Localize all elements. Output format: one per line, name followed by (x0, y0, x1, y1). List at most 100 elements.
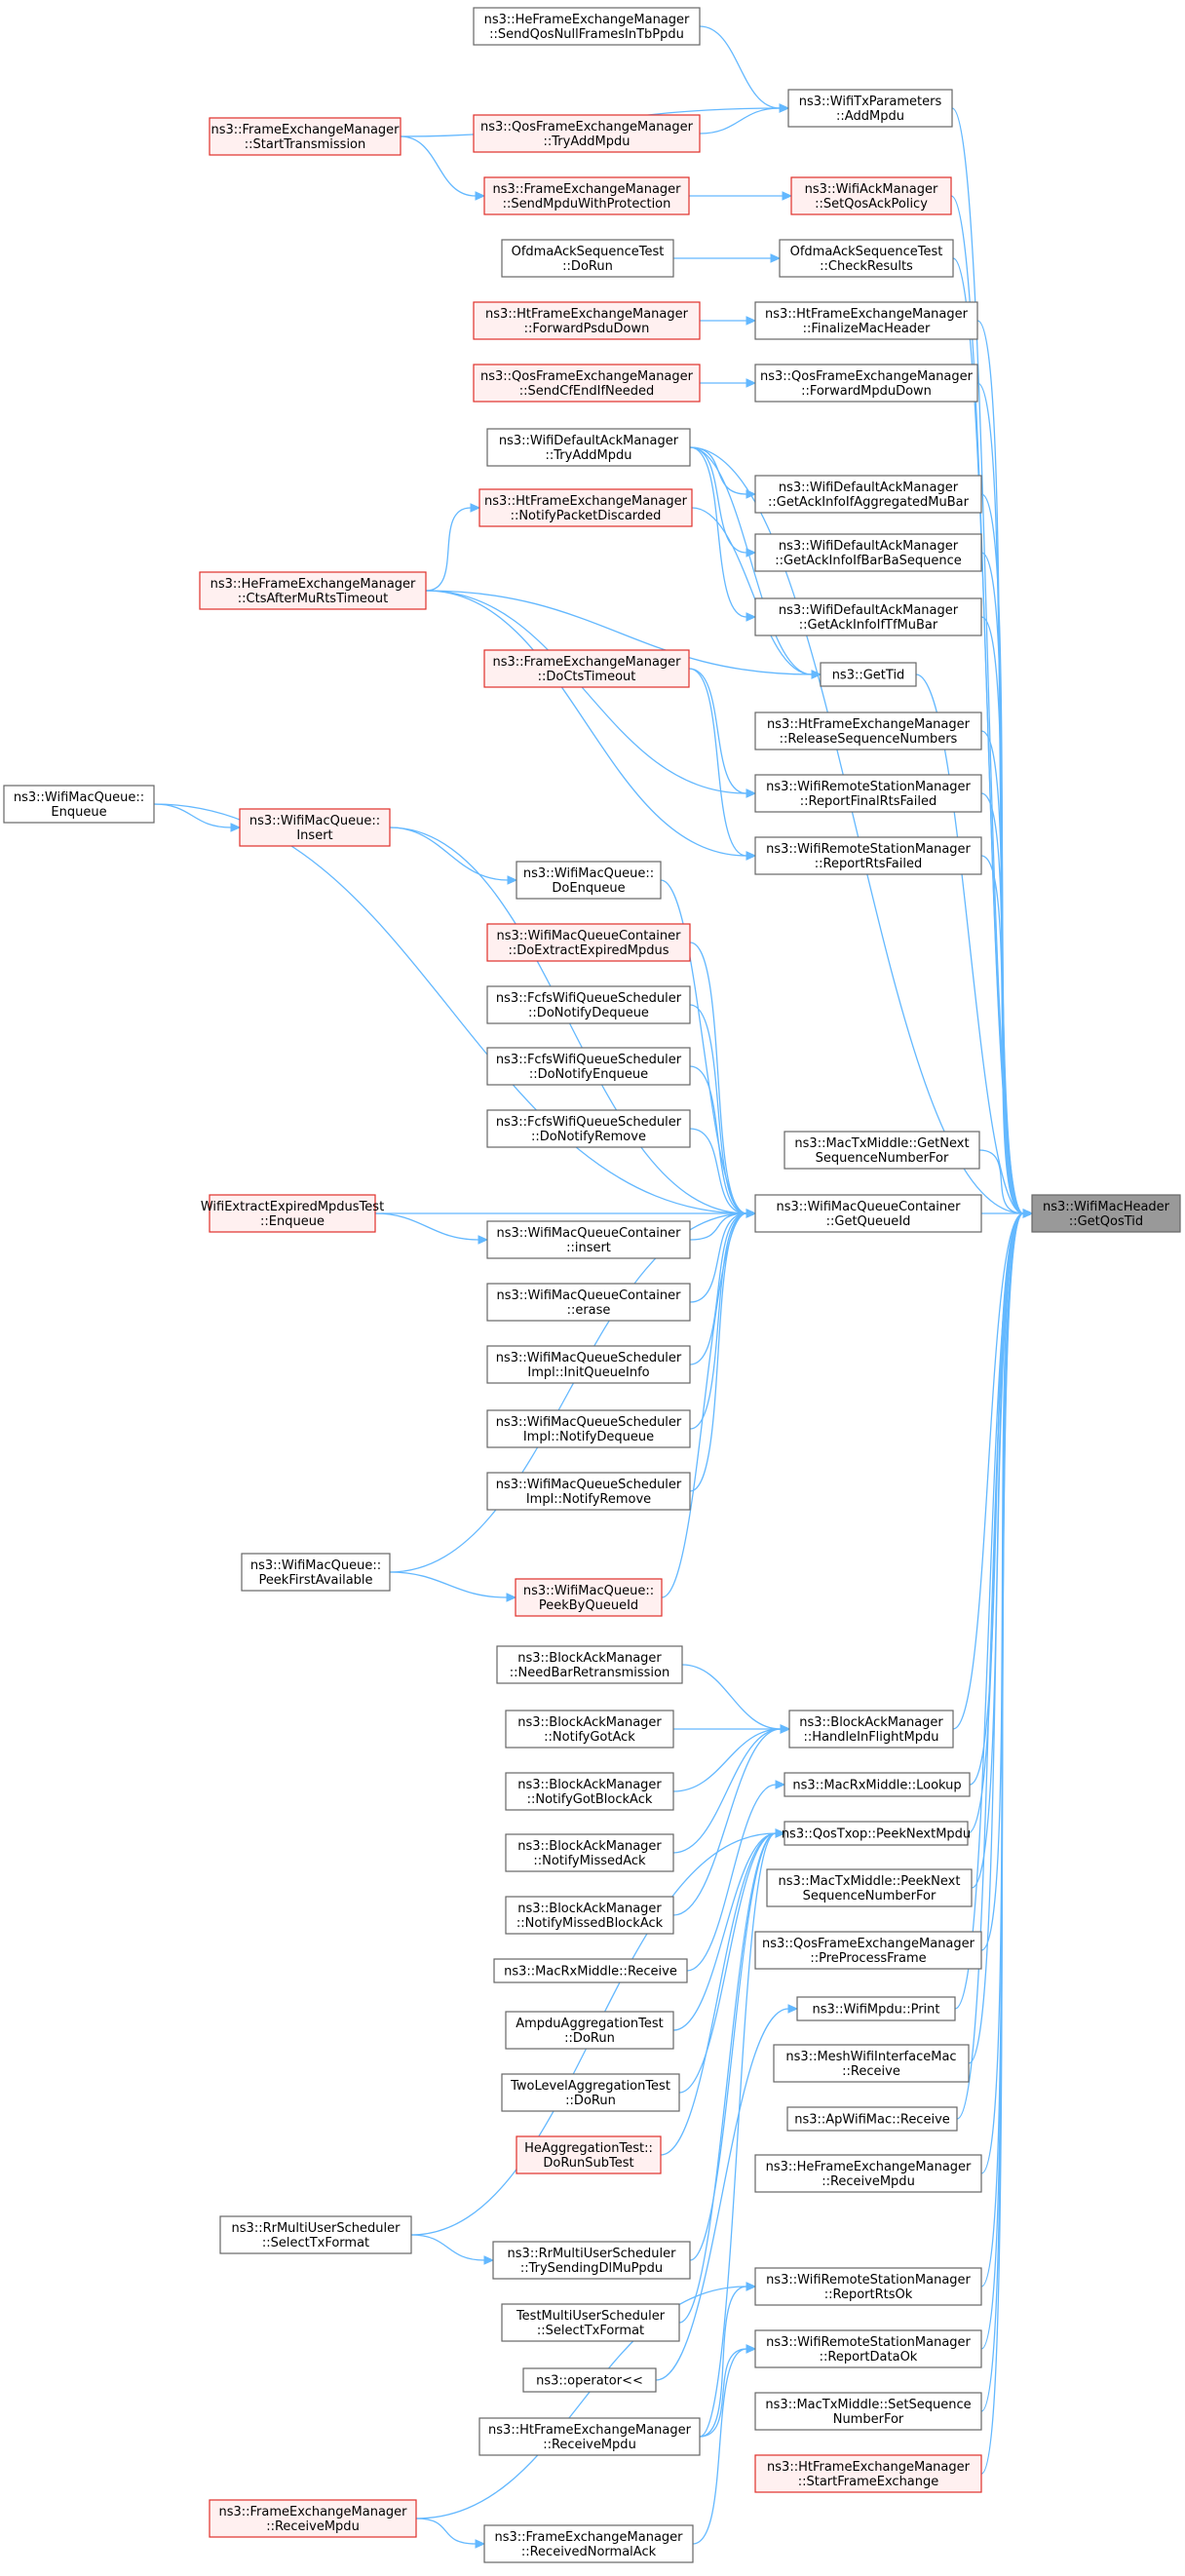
node-wq-doenqueue[interactable]: ns3::WifiMacQueue::DoEnqueue (516, 861, 662, 900)
node-bam-gotblock[interactable]: ns3::BlockAckManager::NotifyGotBlockAck (505, 1772, 674, 1811)
node-mrx-lookup[interactable]: ns3::MacRxMiddle::Lookup (784, 1772, 971, 1797)
node-fem-recvnormalack[interactable]: ns3::FrameExchangeManager::ReceivedNorma… (483, 2524, 694, 2563)
node-fcfs-enq[interactable]: ns3::FcfsWifiQueueScheduler::DoNotifyEnq… (486, 1047, 691, 1086)
node-fem-receivempdu[interactable]: ns3::FrameExchangeManager::ReceiveMpdu (209, 2499, 417, 2538)
node-dam-tryadd[interactable]: ns3::WifiDefaultAckManager::TryAddMpdu (486, 428, 691, 467)
node-qos-preprocess[interactable]: ns3::QosFrameExchangeManager::PreProcess… (754, 1931, 982, 1970)
edge-arrowhead (478, 1235, 489, 1245)
node-ofdma-dorun[interactable]: OfdmaAckSequenceTest::DoRun (501, 239, 674, 278)
node-rsm-rtsok[interactable]: ns3::WifiRemoteStationManager::ReportRts… (754, 2267, 982, 2306)
node-wqc-getqid[interactable]: ns3::WifiMacQueueContainer::GetQueueId (754, 1194, 982, 1233)
node-label: ::SendQosNullFramesInTbPpdu (489, 27, 684, 42)
edge-line (415, 2518, 477, 2545)
node-rsm-rtsfailed[interactable]: ns3::WifiRemoteStationManager::ReportRts… (754, 836, 982, 875)
node-twolevel-dorun[interactable]: TwoLevelAggregationTest::DoRun (501, 2073, 680, 2112)
node-label: ::NotifyGotBlockAck (527, 1792, 653, 1807)
node-operator-ll[interactable]: ns3::operator<< (522, 2367, 657, 2393)
node-ofdma-check[interactable]: OfdmaAckSequenceTest::CheckResults (779, 239, 954, 278)
node-mtx-getnext[interactable]: ns3::MacTxMiddle::GetNextSequenceNumberF… (784, 1131, 980, 1170)
node-wq-enqueue[interactable]: ns3::WifiMacQueue::Enqueue (3, 785, 155, 824)
node-mtx-peeknext[interactable]: ns3::MacTxMiddle::PeekNextSequenceNumber… (766, 1868, 973, 1907)
node-rr-selecttx[interactable]: ns3::RrMultiUserScheduler::SelectTxForma… (219, 2215, 412, 2254)
node-wq-peekfirst[interactable]: ns3::WifiMacQueue::PeekFirstAvailable (241, 1553, 391, 1592)
node-mrx-receive[interactable]: ns3::MacRxMiddle::Receive (493, 1958, 688, 1983)
node-box (754, 364, 978, 403)
call-edge (672, 1724, 791, 1916)
node-qos-tryadd[interactable]: ns3::QosFrameExchangeManager::TryAddMpdu (473, 114, 701, 153)
call-edge (415, 2518, 486, 2549)
node-label: ns3::BlockAckManager (517, 1902, 662, 1916)
node-dam-getackbar[interactable]: ns3::WifiDefaultAckManager::GetAckInfoIf… (754, 533, 982, 572)
node-ht-notifydisc[interactable]: ns3::HtFrameExchangeManager::NotifyPacke… (478, 488, 693, 527)
node-wq-insert[interactable]: ns3::WifiMacQueue::Insert (239, 808, 391, 847)
node-ht-receivempdu[interactable]: ns3::HtFrameExchangeManager::ReceiveMpdu (478, 2417, 701, 2456)
node-he-receivempdu[interactable]: ns3::HeFrameExchangeManager::ReceiveMpdu (754, 2154, 982, 2193)
edge-arrowhead (230, 823, 242, 832)
node-wq-peekbyq[interactable]: ns3::WifiMacQueue::PeekByQueueId (515, 1578, 663, 1617)
node-wqc-erase[interactable]: ns3::WifiMacQueueContainer::erase (486, 1283, 691, 1322)
node-bam-missed[interactable]: ns3::BlockAckManager::NotifyMissedAck (505, 1833, 674, 1872)
edge-line (425, 590, 813, 675)
node-label: ::CtsAfterMuRtsTimeout (238, 592, 388, 606)
node-ht-finalize[interactable]: ns3::HtFrameExchangeManager::FinalizeMac… (754, 301, 978, 340)
node-target[interactable]: ns3::WifiMacHeader::GetQosTid (1031, 1194, 1181, 1233)
call-edge (950, 195, 1034, 1218)
node-ampdu-dorun[interactable]: AmpduAggregationTest::DoRun (505, 2011, 674, 2050)
node-rsm-finalrts[interactable]: ns3::WifiRemoteStationManager::ReportFin… (754, 774, 982, 813)
call-edge (681, 1664, 791, 1734)
node-label: ns3::FcfsWifiQueueScheduler (496, 1053, 682, 1067)
node-fem-doctstimeout[interactable]: ns3::FrameExchangeManager::DoCtsTimeout (483, 649, 690, 688)
node-ack-setqos[interactable]: ns3::WifiAckManager::SetQosAckPolicy (790, 176, 952, 215)
node-wqc-insert[interactable]: ns3::WifiMacQueueContainer::insert (486, 1220, 691, 1259)
node-wqs-rem[interactable]: ns3::WifiMacQueueSchedulerImpl::NotifyRe… (486, 1472, 691, 1511)
node-heagg-dorunsub[interactable]: HeAggregationTest::DoRunSubTest (516, 2135, 662, 2174)
call-edge (655, 2004, 799, 2381)
node-label: SequenceNumberFor (816, 1151, 949, 1166)
node-mpdu-print[interactable]: ns3::WifiMpdu::Print (796, 1996, 956, 2021)
node-ht-relseq[interactable]: ns3::HtFrameExchangeManager::ReleaseSequ… (754, 711, 982, 750)
call-edge (689, 446, 757, 499)
node-ht-fwdpsdu[interactable]: ns3::HtFrameExchangeManager::ForwardPsdu… (473, 301, 701, 340)
node-wqs-init[interactable]: ns3::WifiMacQueueSchedulerImpl::InitQueu… (486, 1345, 691, 1384)
node-fcfs-deq[interactable]: ns3::FcfsWifiQueueScheduler::DoNotifyDeq… (486, 985, 691, 1024)
node-he-sqnull[interactable]: ns3::HeFrameExchangeManager::SendQosNull… (473, 7, 701, 46)
node-fem-starttx[interactable]: ns3::FrameExchangeManager::StartTransmis… (209, 117, 401, 156)
node-qtxop-peeknext[interactable]: ns3::QosTxop::PeekNextMpdu (782, 1821, 971, 1846)
node-dam-getackagg[interactable]: ns3::WifiDefaultAckManager::GetAckInfoIf… (754, 475, 982, 514)
node-label: ns3::WifiRemoteStationManager (766, 780, 971, 794)
edge-line (410, 2234, 485, 2261)
node-ht-startfe[interactable]: ns3::HtFrameExchangeManager::StartFrameE… (754, 2454, 982, 2493)
node-extract-enq[interactable]: WifiExtractExpiredMpdusTest::Enqueue (201, 1194, 384, 1233)
edge-arrowhead (483, 2255, 495, 2265)
node-qos-fwdmpdu[interactable]: ns3::QosFrameExchangeManager::ForwardMpd… (754, 364, 978, 403)
node-gettid[interactable]: ns3::GetTid (820, 662, 917, 687)
node-bam-gotack[interactable]: ns3::BlockAckManager::NotifyGotAck (505, 1710, 674, 1749)
node-box (754, 597, 982, 636)
node-mesh-receive[interactable]: ns3::MeshWifiInterfaceMac::Receive (773, 2044, 970, 2083)
node-rsm-dataok[interactable]: ns3::WifiRemoteStationManager::ReportDat… (754, 2329, 982, 2368)
node-box (754, 1931, 982, 1970)
call-edge (688, 668, 757, 798)
node-fcfs-rem[interactable]: ns3::FcfsWifiQueueScheduler::DoNotifyRem… (486, 1109, 691, 1148)
node-label: ns3::WifiRemoteStationManager (766, 2273, 971, 2288)
node-he-ctsafter[interactable]: ns3::HeFrameExchangeManager::CtsAfterMuR… (199, 571, 427, 610)
node-dam-getacktf[interactable]: ns3::WifiDefaultAckManager::GetAckInfoIf… (754, 597, 982, 636)
node-fem-sendprot[interactable]: ns3::FrameExchangeManager::SendMpduWithP… (483, 176, 690, 215)
node-label: ns3::QosFrameExchangeManager (760, 369, 974, 384)
node-label: ns3::MacTxMiddle::SetSequence (765, 2398, 971, 2412)
node-label: HeAggregationTest:: (524, 2141, 653, 2156)
node-testmu-select[interactable]: TestMultiUserScheduler::SelectTxFormat (501, 2303, 680, 2342)
node-bam-handle[interactable]: ns3::BlockAckManager::HandleInFlightMpdu (788, 1710, 954, 1749)
node-label: ns3::operator<< (536, 2374, 643, 2389)
node-wqc-doextract[interactable]: ns3::WifiMacQueueContainer::DoExtractExp… (486, 923, 691, 962)
node-wqs-deq[interactable]: ns3::WifiMacQueueSchedulerImpl::NotifyDe… (486, 1409, 691, 1448)
node-label: TwoLevelAggregationTest (510, 2079, 670, 2094)
node-wtp-addmpdu[interactable]: ns3::WifiTxParameters::AddMpdu (787, 89, 953, 128)
node-rr-trysending[interactable]: ns3::RrMultiUserScheduler::TrySendingDlM… (492, 2241, 691, 2280)
node-ap-receive[interactable]: ns3::ApWifiMac::Receive (786, 2106, 958, 2132)
node-bam-needbar[interactable]: ns3::BlockAckManager::NeedBarRetransmiss… (496, 1645, 683, 1684)
edge-line (951, 107, 1024, 1214)
node-qos-sendcfend[interactable]: ns3::QosFrameExchangeManager::SendCfEndI… (473, 364, 701, 403)
node-bam-missedblock[interactable]: ns3::BlockAckManager::NotifyMissedBlockA… (505, 1896, 674, 1935)
